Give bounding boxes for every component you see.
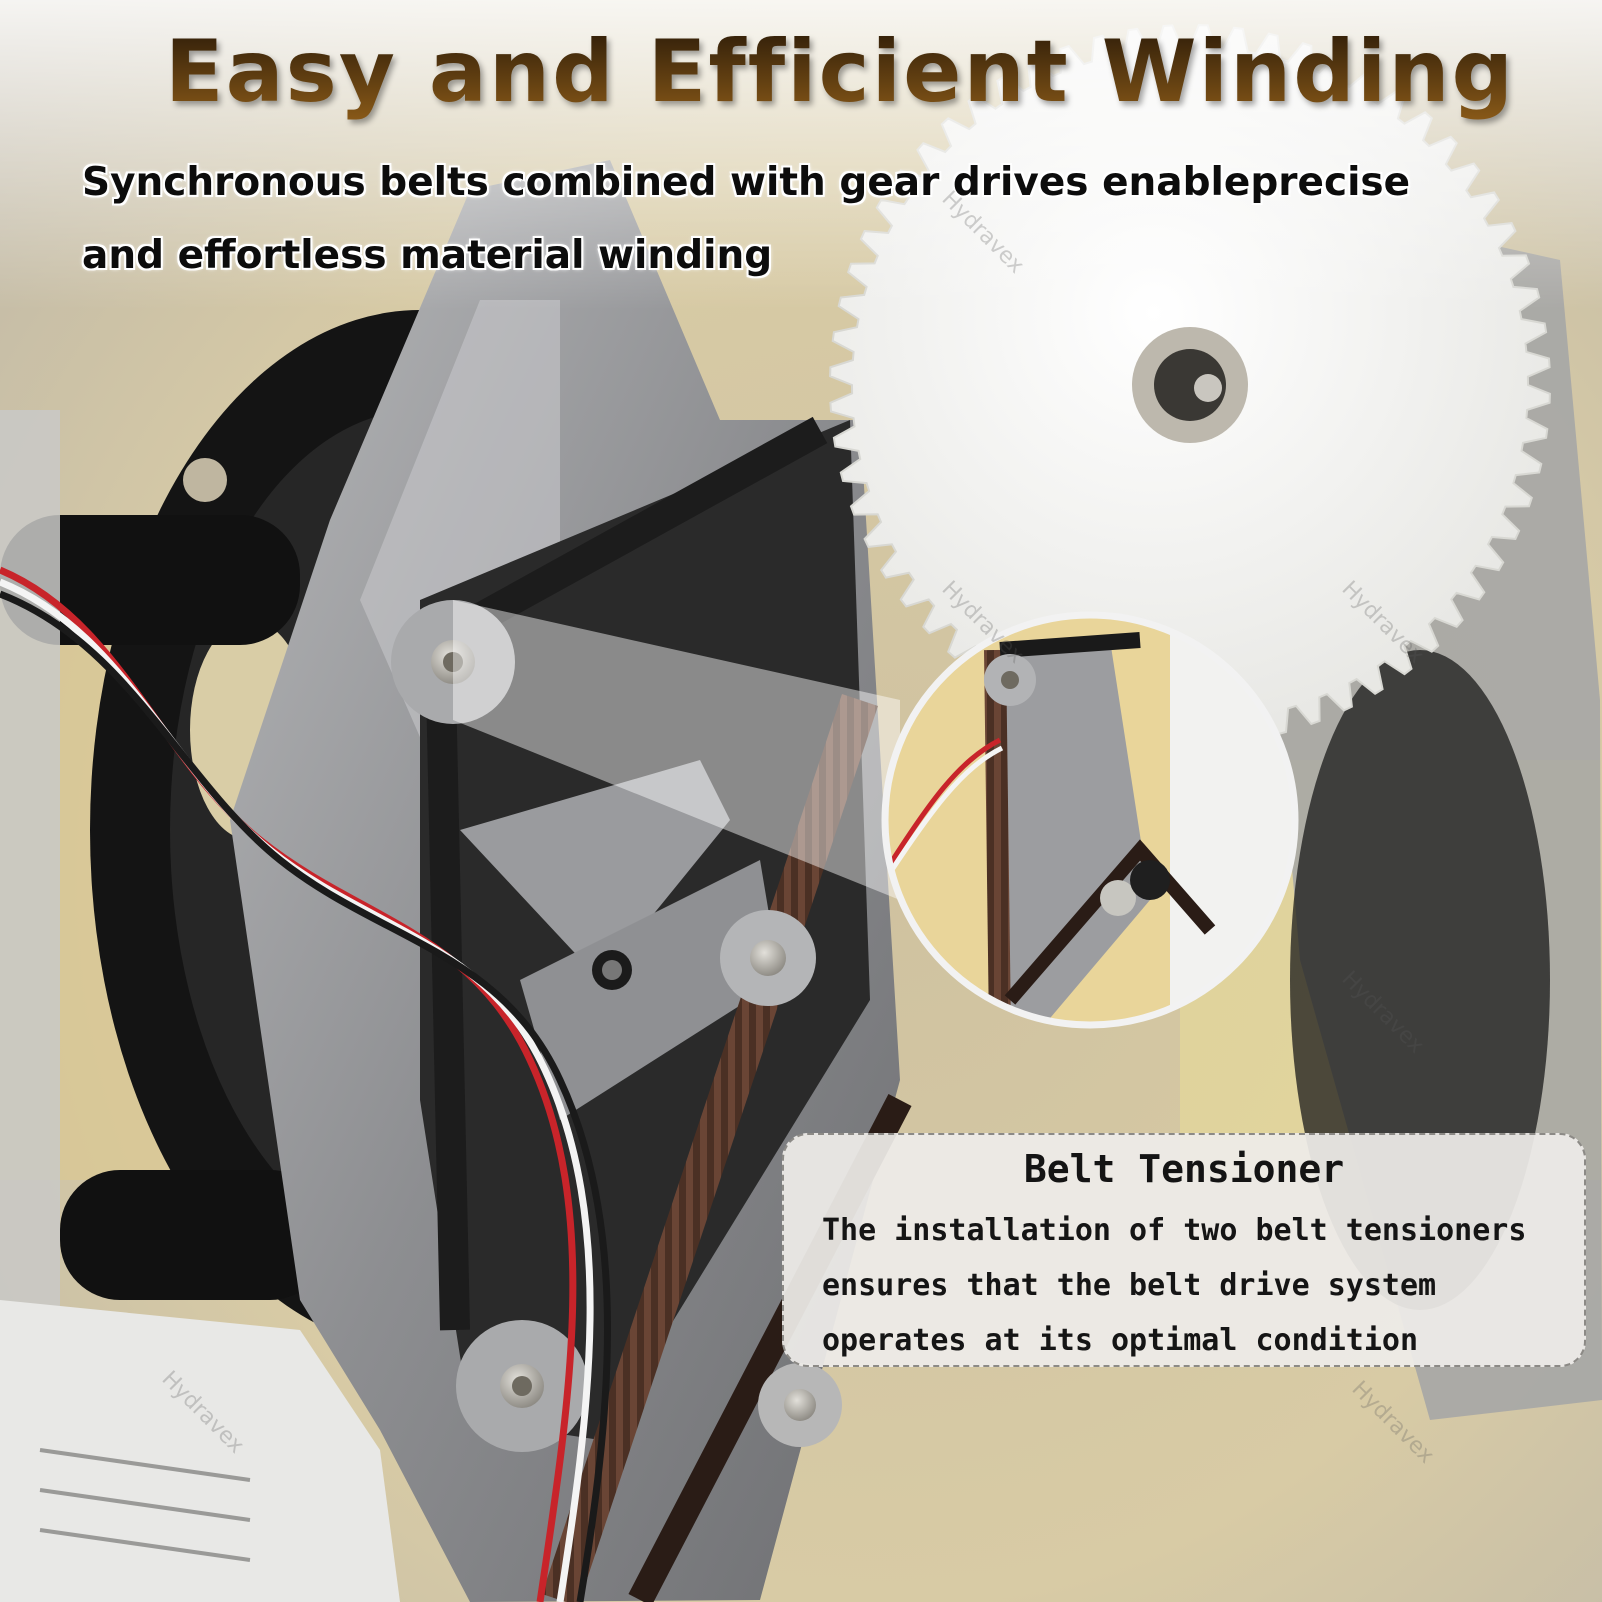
subheadline: Synchronous belts combined with gear dri…	[82, 160, 1411, 278]
callout-title: Belt Tensioner	[1023, 1147, 1345, 1191]
belt-tensioner-callout: Belt Tensioner The installation of two b…	[782, 1133, 1586, 1367]
callout-line: operates at its optimal condition	[822, 1323, 1419, 1358]
callout-line: The installation of two belt tensioners	[822, 1213, 1527, 1248]
headline: Easy and Efficient Winding	[0, 22, 1602, 122]
callout-line: ensures that the belt drive system	[822, 1268, 1437, 1303]
callout-body: The installation of two belt tensioners …	[822, 1203, 1562, 1368]
